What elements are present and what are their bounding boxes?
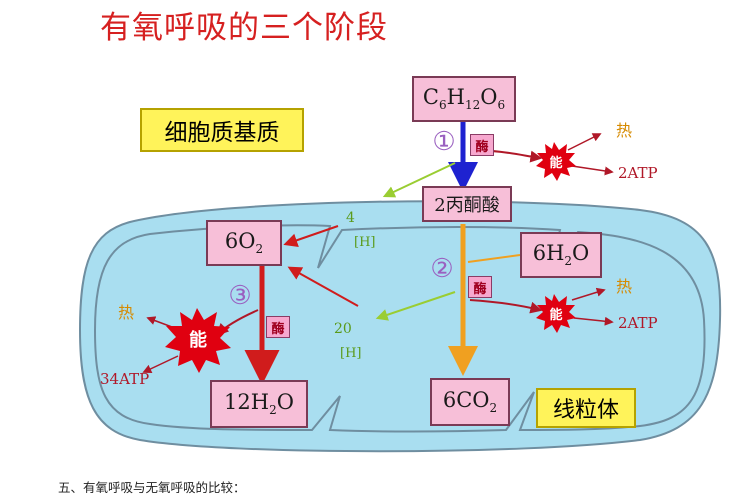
h4-arrow (382, 162, 456, 198)
stage2-energy-label: 能 (549, 307, 562, 323)
stage2-energy-arrow (469, 299, 543, 314)
diagram-title: 有氧呼吸的三个阶段 (100, 10, 388, 46)
mitochondrion-label: 线粒体 (536, 388, 636, 428)
stage1-energy-label: 能 (549, 155, 562, 171)
h20-arrow (375, 291, 456, 321)
h20-number: 20 (334, 321, 352, 337)
pyruvate-box: 2丙酮酸 (422, 186, 512, 222)
h20-unit: [H] (340, 346, 361, 361)
cytoplasm-label: 细胞质基质 (140, 108, 304, 152)
section-caption: 五、有氧呼吸与无氧呼吸的比较： (58, 480, 246, 495)
glucose-formula: C6H12O6 (422, 85, 506, 113)
stage1-enzyme-tag: 酶 (470, 134, 494, 156)
stage1-heat-label: 热 (616, 121, 632, 140)
water-output-box: 12H2O (210, 380, 308, 428)
h4-number: 4 (346, 210, 355, 226)
stage3-atp-arrow (142, 355, 179, 374)
stage3-energy-label: 能 (189, 329, 207, 351)
stage2-heat-arrow (571, 287, 606, 301)
oxygen-box: 6O2 (206, 220, 282, 266)
stage2-atp-arrow (573, 316, 614, 326)
stage2-energy-burst-icon (536, 294, 576, 333)
water-input-arrow (467, 254, 521, 263)
stage1-number: ① (432, 127, 455, 157)
stage1-heat-arrow (567, 133, 602, 151)
stage3-energy-burst-icon (165, 308, 231, 373)
stage2-number: ② (430, 254, 453, 284)
h4-unit: [H] (354, 235, 375, 250)
stage1-energy-burst-icon (536, 142, 576, 181)
water-input-formula: 6H2O (532, 241, 590, 269)
h20-to-stage3-arrow (287, 266, 359, 307)
mitochondrion-label-text: 线粒体 (552, 398, 619, 423)
oxygen-formula: 6O2 (224, 229, 264, 257)
stage3-number: ③ (228, 281, 251, 311)
h4-to-oxygen-arrow (283, 225, 339, 247)
stage3-atp-label: 34ATP (100, 370, 149, 388)
stage1-atp-label: 2ATP (618, 164, 658, 182)
pyruvate-label: 2丙酮酸 (434, 195, 500, 216)
cytoplasm-label-text: 细胞质基质 (164, 120, 280, 146)
stage3-enzyme-tag: 酶 (266, 316, 290, 338)
co2-box: 6CO2 (430, 378, 510, 426)
stage1-atp-arrow (571, 165, 614, 176)
stage2-enzyme-tag: 酶 (468, 276, 492, 298)
stage2-atp-label: 2ATP (618, 314, 658, 332)
stage3-heat-label: 热 (118, 303, 134, 322)
glucose-box: C6H12O6 (412, 76, 516, 122)
co2-formula: 6CO2 (442, 388, 498, 416)
water-input-box: 6H2O (520, 232, 602, 278)
water-output-formula: 12H2O (224, 390, 294, 418)
stage2-heat-label: 热 (616, 277, 632, 296)
